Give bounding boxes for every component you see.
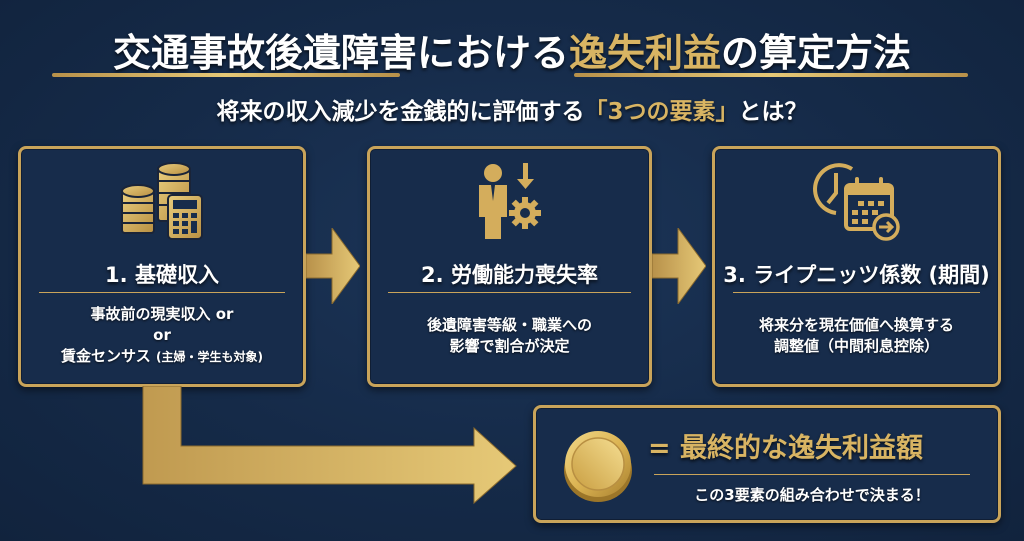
subtitle-part1: 将来の収入減少を金銭的に評価する xyxy=(216,99,585,125)
desc-line: 将来分を現在価値へ換算する xyxy=(758,316,954,334)
step-heading: 2. 労働能力喪失率 xyxy=(421,263,598,287)
desc-line: 賃金センサス xyxy=(61,347,151,365)
step-description: 事故前の現実収入 or or 賃金センサス (主婦・学生も対象) xyxy=(21,304,303,368)
step-card-leibniz: 3. ライプニッツ係数 (期間) 将来分を現在価値へ換算する 調整値（中間利息控… xyxy=(712,146,1001,387)
clock-calendar-icon xyxy=(812,161,902,247)
result-note: この3要素の組み合わせで決まる！ xyxy=(694,486,930,504)
divider xyxy=(39,292,285,293)
title-underline-left xyxy=(52,73,400,77)
divider xyxy=(733,292,980,293)
arrow-right-icon xyxy=(306,228,360,304)
subtitle-highlight: 「3つの要素」 xyxy=(584,99,739,125)
title-part2: の算定方法 xyxy=(721,31,912,75)
divider xyxy=(654,474,970,475)
step-description: 後遺障害等級・職業への 影響で割合が決定 xyxy=(370,315,649,357)
arrow-right-icon xyxy=(652,228,706,304)
step-heading: 1. 基礎収入 xyxy=(105,263,219,287)
step-card-basic-income: 1. 基礎収入 事故前の現実収入 or or 賃金センサス (主婦・学生も対象) xyxy=(18,146,306,387)
result-heading: = 最終的な逸失利益額 xyxy=(648,433,924,464)
title-highlight: 逸失利益 xyxy=(568,31,721,75)
title-underline-right xyxy=(574,73,968,77)
desc-line: or xyxy=(153,326,171,344)
gold-coin-icon xyxy=(564,431,632,502)
subtitle-part2: とは？ xyxy=(738,99,808,125)
result-card: = 最終的な逸失利益額 この3要素の組み合わせで決まる！ xyxy=(533,405,1001,523)
desc-note: (主婦・学生も対象) xyxy=(155,350,263,364)
step-heading: 3. ライプニッツ係数 (期間) xyxy=(723,263,990,287)
step-card-loss-rate: 2. 労働能力喪失率 後遺障害等級・職業への 影響で割合が決定 xyxy=(367,146,652,387)
person-gear-down-icon xyxy=(475,161,545,245)
divider xyxy=(388,292,631,293)
desc-line: 調整値（中間利息控除） xyxy=(773,337,939,355)
title-part1: 交通事故後遺障害における xyxy=(112,31,569,75)
page-subtitle: 将来の収入減少を金銭的に評価する「3つの要素」とは？ xyxy=(0,92,1024,126)
page-title: 交通事故後遺障害における逸失利益の算定方法 xyxy=(0,22,1024,77)
desc-line: 影響で割合が決定 xyxy=(449,337,570,355)
desc-line: 事故前の現実収入 or xyxy=(90,305,234,323)
desc-line: 後遺障害等級・職業への xyxy=(426,316,592,334)
coins-calculator-icon xyxy=(116,161,208,245)
step-description: 将来分を現在価値へ換算する 調整値（中間利息控除） xyxy=(715,315,998,357)
l-arrow-to-result-icon xyxy=(142,386,517,505)
